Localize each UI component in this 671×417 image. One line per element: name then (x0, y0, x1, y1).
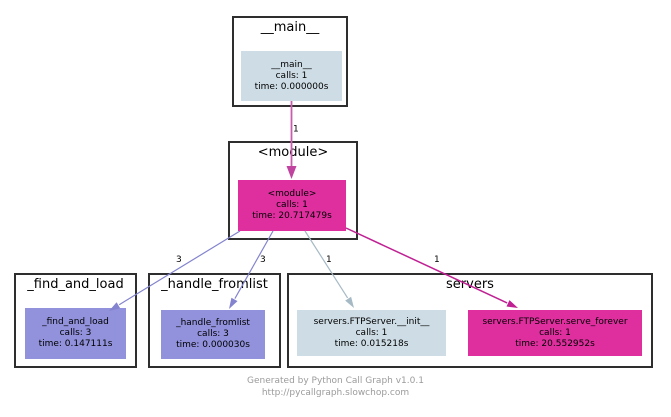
node-main-name: __main__ (271, 59, 312, 70)
node-module-time: time: 20.717479s (252, 211, 332, 221)
node-ftpserver-init-name: servers.FTPServer.__init__ (313, 316, 430, 327)
cluster-servers-title: servers (446, 277, 494, 292)
node-ftpserver-init: servers.FTPServer.__init__ calls: 1 time… (297, 310, 446, 356)
node-handle-fromlist: _handle_fromlist calls: 3 time: 0.000030… (161, 310, 265, 359)
node-handle-fromlist-calls: calls: 3 (197, 329, 229, 339)
footer-url: http://pycallgraph.slowchop.com (261, 387, 410, 398)
node-handle-fromlist-time: time: 0.000030s (176, 340, 250, 350)
cluster-module-title: <module> (257, 145, 329, 160)
node-ftpserver-init-calls: calls: 1 (355, 327, 388, 338)
node-module-calls: calls: 1 (276, 200, 308, 210)
node-find-and-load: _find_and_load calls: 3 time: 0.147111s (25, 308, 126, 359)
footer-generated-by: Generated by Python Call Graph v1.0.1 (247, 376, 424, 386)
node-find-and-load-name: _find_and_load (42, 317, 109, 327)
footer: Generated by Python Call Graph v1.0.1 ht… (0, 376, 671, 399)
cluster-main: __main__ __main__ calls: 1 time: 0.00000… (232, 16, 348, 107)
cluster-handle-fromlist: _handle_fromlist _handle_fromlist calls:… (148, 273, 281, 368)
node-main: __main__ calls: 1 time: 0.000000s (241, 51, 342, 101)
node-find-and-load-calls: calls: 3 (59, 328, 92, 338)
node-ftpserver-serve-forever: servers.FTPServer.serve_forever calls: 1… (468, 310, 642, 356)
edge-label-module-to-handle-fromlist: 3 (260, 255, 266, 265)
edge-label-module-to-serve-forever: 1 (434, 255, 440, 265)
edge-label-module-to-init: 1 (326, 255, 332, 265)
cluster-handle-fromlist-title: _handle_fromlist (161, 277, 268, 292)
cluster-main-title: __main__ (260, 20, 320, 35)
edge-label-main-to-module: 1 (293, 125, 299, 135)
node-module: <module> calls: 1 time: 20.717479s (238, 180, 346, 231)
node-module-name: <module> (267, 189, 317, 199)
node-main-time: time: 0.000000s (254, 81, 329, 92)
cluster-find-and-load: _find_and_load _find_and_load calls: 3 t… (14, 273, 137, 368)
node-ftpserver-init-time: time: 0.015218s (334, 338, 409, 349)
node-main-calls: calls: 1 (275, 70, 308, 81)
node-ftpserver-serve-forever-name: servers.FTPServer.serve_forever (482, 316, 628, 327)
cluster-servers: servers servers.FTPServer.__init__ calls… (287, 273, 653, 368)
node-ftpserver-serve-forever-calls: calls: 1 (539, 327, 571, 338)
node-handle-fromlist-name: _handle_fromlist (176, 318, 250, 328)
node-find-and-load-time: time: 0.147111s (38, 339, 113, 349)
cluster-find-and-load-title: _find_and_load (27, 277, 124, 292)
node-ftpserver-serve-forever-time: time: 20.552952s (515, 338, 595, 349)
cluster-module: <module> <module> calls: 1 time: 20.7174… (228, 141, 358, 240)
edge-label-module-to-find-and-load: 3 (176, 255, 182, 265)
